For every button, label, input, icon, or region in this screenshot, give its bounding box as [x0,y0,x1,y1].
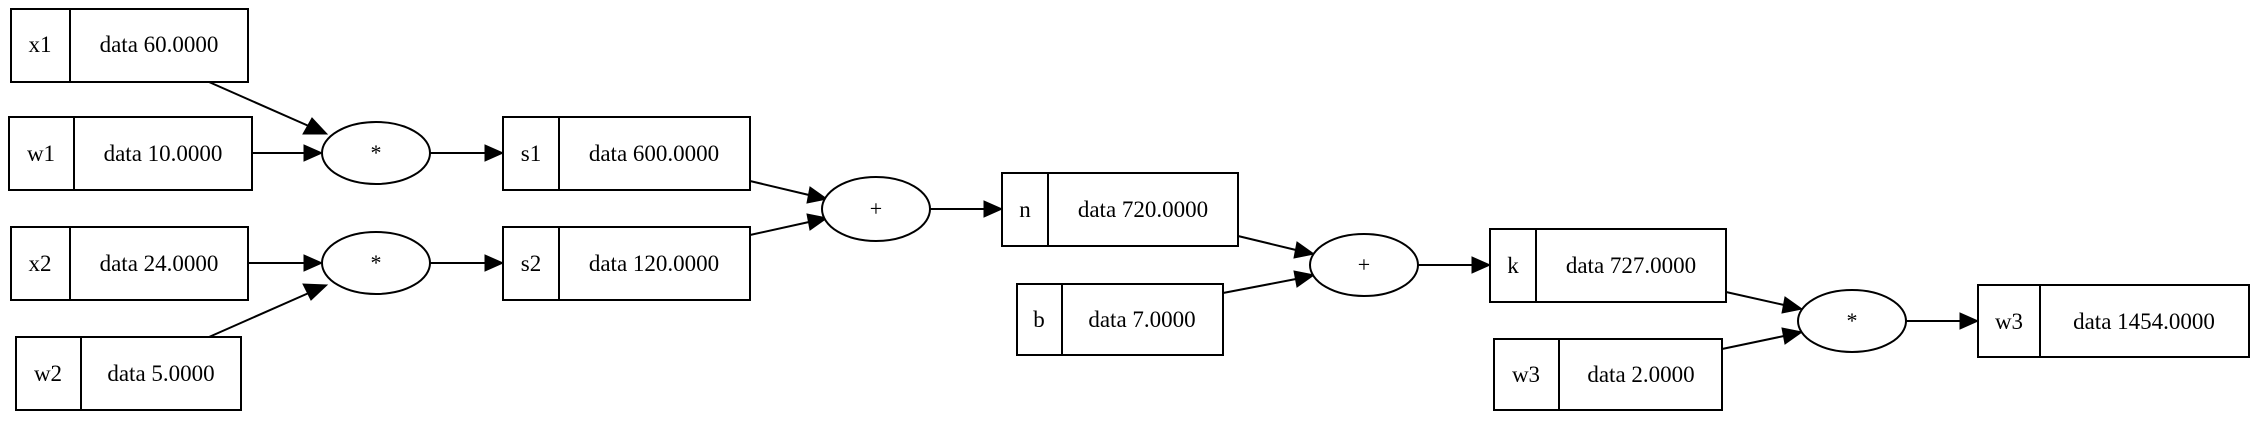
op-add2: + [1309,233,1419,297]
op-mul3: * [1797,289,1907,353]
node-w3-output: w3 data 1454.0000 [1977,284,2250,358]
node-b-value: data 7.0000 [1088,307,1195,332]
node-s1: s1 data 600.0000 [502,116,751,191]
node-b: b data 7.0000 [1016,283,1224,356]
node-w3-output-name: w3 [1995,309,2023,334]
node-x1: x1 data 60.0000 [10,8,249,83]
node-s2-name: s2 [521,251,541,276]
op-mul1-symbol: * [371,140,382,165]
op-mul3-symbol: * [1847,308,1858,333]
edge-add1-to-n [930,200,1004,218]
node-s2: s2 data 120.0000 [502,226,751,301]
node-s1-value: data 600.0000 [589,141,719,166]
op-add1-symbol: + [870,196,882,221]
node-x2: x2 data 24.0000 [10,226,249,301]
edge-w1-to-mul1 [252,144,324,162]
node-w3-input-name: w3 [1512,362,1540,387]
node-k-value: data 727.0000 [1566,253,1696,278]
edge-x2-to-mul2 [248,254,324,272]
op-add1: + [821,176,931,242]
node-n-value: data 720.0000 [1078,197,1208,222]
edge-w3a-to-mul3 [1721,327,1804,350]
node-w2: w2 data 5.0000 [15,336,242,411]
node-w2-value: data 5.0000 [107,361,214,386]
node-k-name: k [1507,253,1519,278]
op-mul1: * [321,121,431,185]
node-w3-input: w3 data 2.0000 [1493,338,1723,411]
node-s2-value: data 120.0000 [589,251,719,276]
op-mul2: * [321,231,431,295]
edge-s1-to-add1 [749,180,829,204]
node-x2-value: data 24.0000 [100,251,219,276]
edge-x1-to-mul1 [208,81,329,135]
edge-add2-to-k [1418,256,1492,274]
edge-w2-to-mul2 [208,283,329,338]
node-w3-input-value: data 2.0000 [1587,362,1694,387]
edge-mul3-to-w3 [1906,312,1980,330]
node-w1-value: data 10.0000 [104,141,223,166]
edge-mul1-to-s1 [430,144,505,162]
edge-b-to-add2 [1222,270,1316,294]
node-x2-name: x2 [29,251,52,276]
edge-s2-to-add1 [749,213,829,236]
node-w3-output-value: data 1454.0000 [2073,309,2215,334]
op-add2-symbol: + [1358,252,1370,277]
node-x1-name: x1 [29,32,52,57]
node-x1-value: data 60.0000 [100,32,219,57]
node-w1: w1 data 10.0000 [8,116,253,191]
op-mul2-symbol: * [371,250,382,275]
node-k: k data 727.0000 [1489,228,1727,303]
edge-n-to-add2 [1237,235,1316,259]
edge-k-to-mul3 [1725,291,1804,314]
node-n-name: n [1019,197,1031,222]
edge-mul2-to-s2 [430,254,505,272]
node-w2-name: w2 [34,361,62,386]
node-b-name: b [1033,307,1045,332]
node-s1-name: s1 [521,141,541,166]
node-n: n data 720.0000 [1001,172,1239,247]
node-w1-name: w1 [27,141,55,166]
